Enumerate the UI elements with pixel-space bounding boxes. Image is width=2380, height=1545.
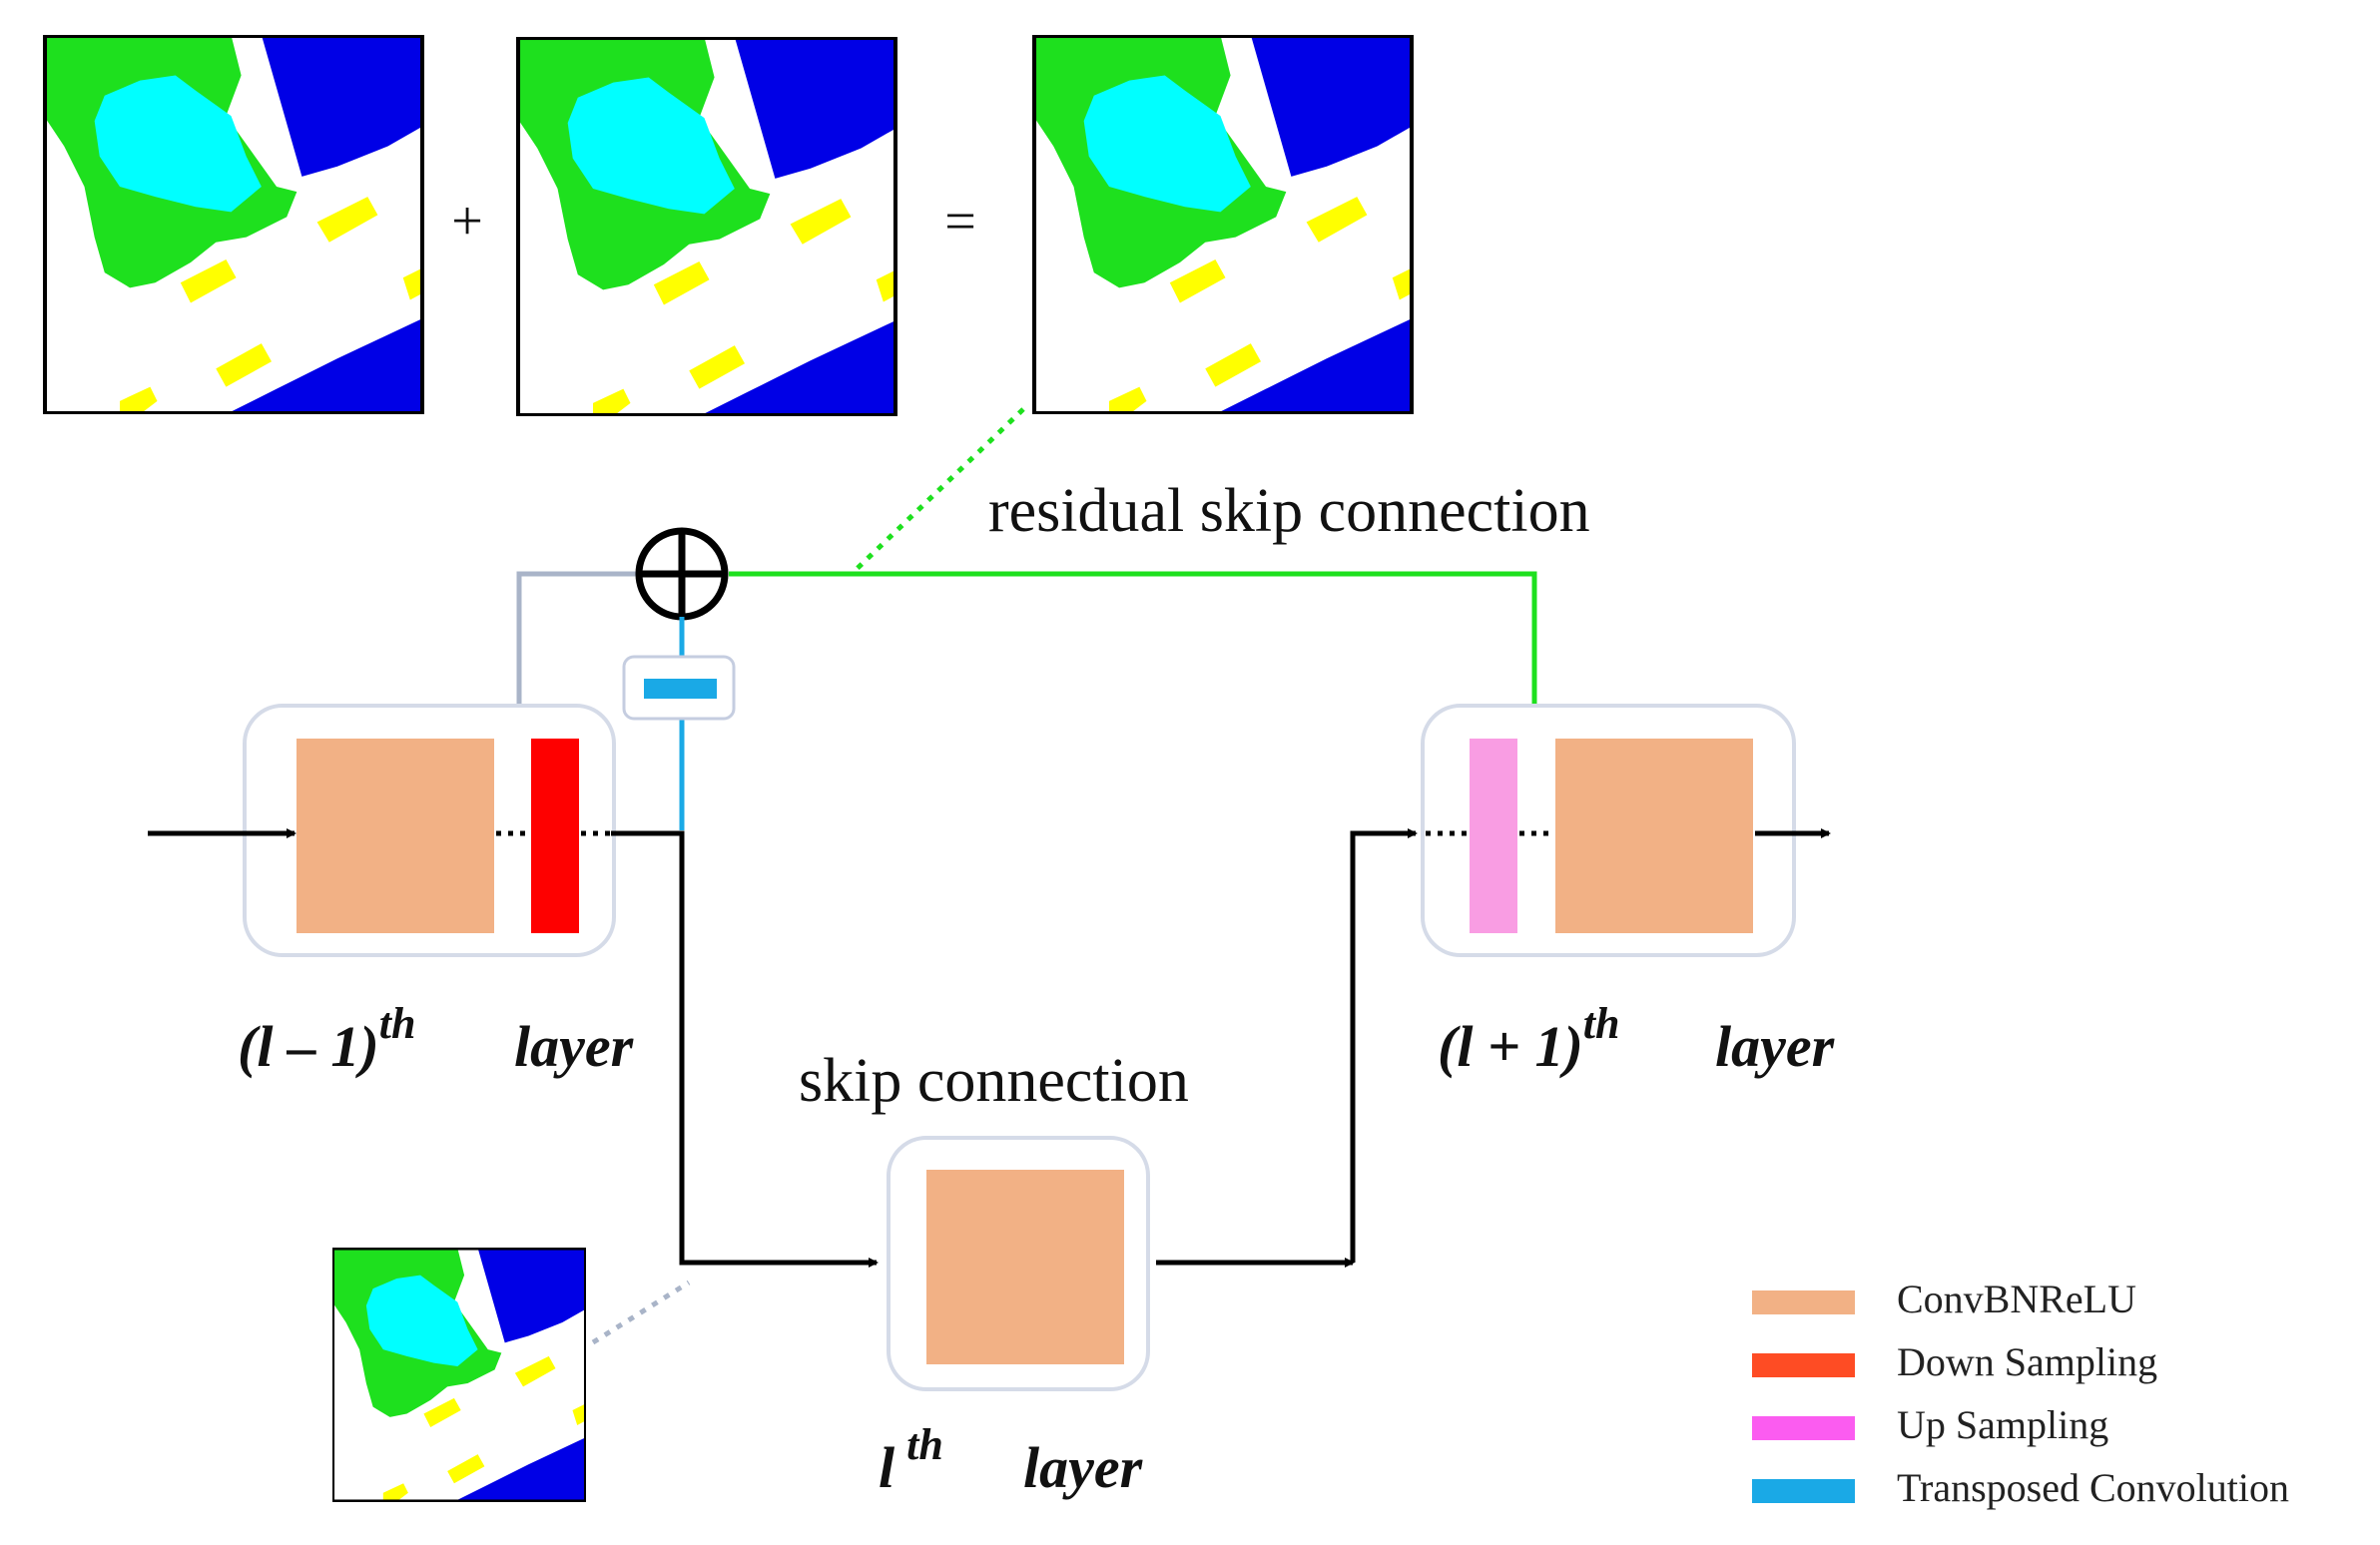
transposed-conv-block — [644, 679, 717, 699]
legend-label-3: Transposed Convolution — [1897, 1465, 2289, 1510]
residual-path — [729, 571, 1544, 818]
conv-block-current — [926, 1170, 1124, 1364]
next-layer-block — [1421, 704, 1796, 957]
prev-layer-main: (l – 1) — [238, 1014, 379, 1079]
conv-block-prev — [297, 739, 494, 933]
up-sampling-block — [1470, 739, 1517, 933]
prev-layer-word: layer — [514, 1014, 634, 1079]
segmentation-map-small — [332, 1249, 586, 1502]
legend-label-0: ConvBNReLU — [1897, 1277, 2136, 1321]
next-layer-main: (l + 1) — [1438, 1014, 1583, 1079]
next-layer-label: (l + 1)th layer — [1438, 999, 1835, 1079]
prev-layer-sup: th — [379, 999, 416, 1048]
legend-swatch-1 — [1752, 1353, 1855, 1377]
current-layer-block — [887, 1136, 1150, 1391]
segmentation-map-result — [1033, 35, 1413, 414]
current-layer-main: l — [879, 1435, 895, 1500]
skip-connection-label: skip connection — [799, 1047, 1189, 1115]
next-layer-word: layer — [1715, 1014, 1835, 1079]
conv-block-next — [1555, 739, 1753, 933]
legend: ConvBNReLU Down Sampling Up SamplingTransp… — [1752, 1277, 2289, 1510]
legend-swatch-2 — [1752, 1416, 1855, 1440]
legend-label-2: Up Sampling — [1897, 1402, 2108, 1447]
next-layer-sup: th — [1583, 999, 1620, 1048]
plus-operator: + — [451, 191, 483, 253]
legend-swatch-3 — [1752, 1479, 1855, 1503]
legend-swatch-0 — [1752, 1290, 1855, 1314]
current-layer-sup: th — [906, 1420, 943, 1469]
skip-path-down — [611, 830, 879, 1268]
residual-skip-label: residual skip connection — [988, 477, 1590, 545]
equals-operator: = — [944, 191, 976, 253]
segmentation-map-a — [44, 35, 423, 414]
down-sampling-block — [531, 739, 579, 933]
segmentation-map-b — [517, 37, 896, 416]
prev-layer-block — [243, 704, 616, 957]
prev-layer-label: (l – 1)th layer — [238, 999, 634, 1079]
current-layer-word: layer — [1023, 1435, 1143, 1500]
skip-path-up — [1350, 828, 1418, 1263]
small-map-dotted-link — [591, 1280, 691, 1345]
legend-label-1: Down Sampling — [1897, 1339, 2157, 1384]
result-dotted-link — [852, 407, 1025, 574]
sum-node — [635, 527, 729, 621]
